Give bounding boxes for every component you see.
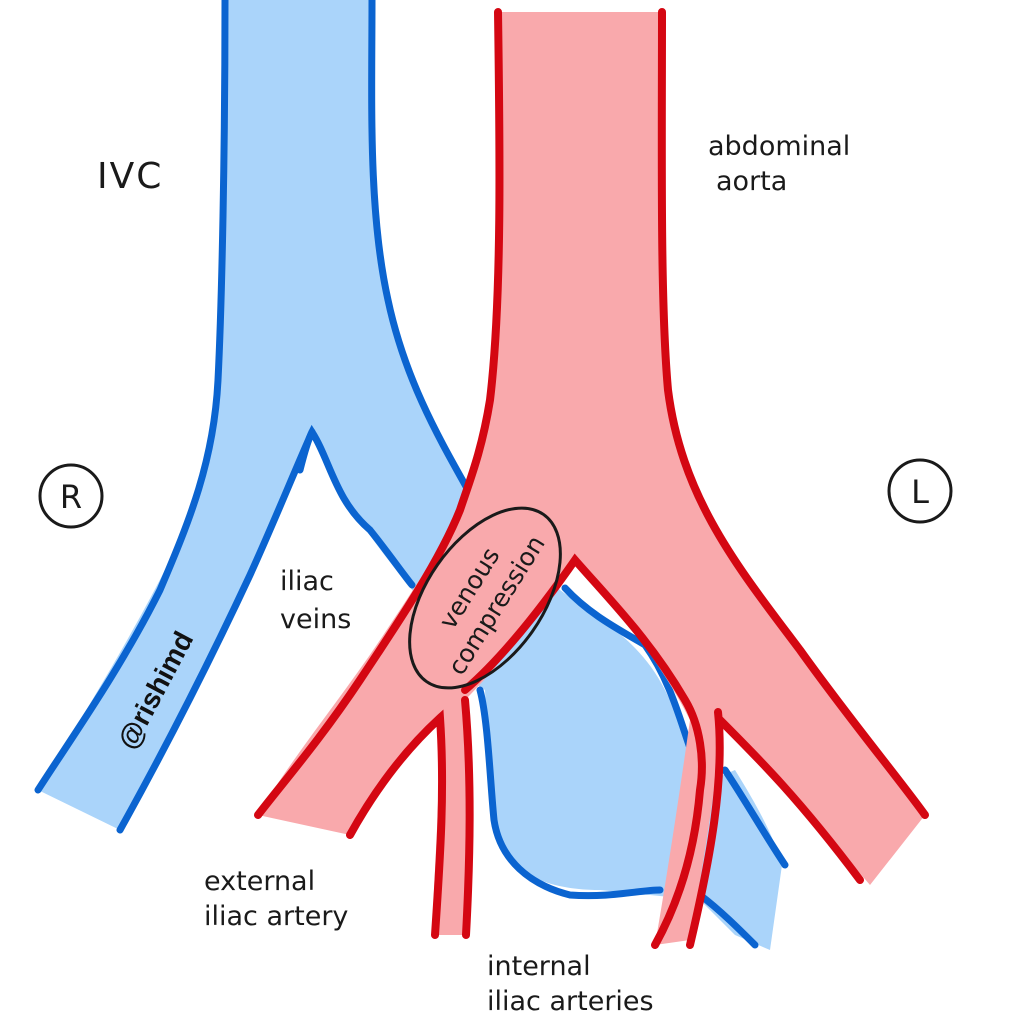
left-external-iliac-inner-wall — [716, 716, 864, 884]
aorta-right-wall — [657, 8, 929, 819]
left-internal-iliac-right-wall — [686, 708, 724, 949]
aorta-left-wall — [254, 8, 504, 819]
left-iliac-vein-lower-wall — [476, 686, 664, 900]
iliac-veins-label-line1: iliac — [280, 566, 334, 597]
compression-ellipse — [408, 506, 562, 690]
right-iliac-vein-outer-wall — [116, 428, 316, 834]
right-side-marker: R — [38, 463, 104, 529]
vein-crotch — [296, 424, 416, 589]
left-iliac-vein-right-wall — [721, 766, 789, 869]
left-side-marker: L — [887, 458, 953, 524]
ivc-label: IVC — [97, 156, 163, 197]
left-marker-letter: L — [911, 473, 929, 511]
ivc-right-wall — [368, 0, 472, 494]
internal-iliac-label-line1: internal — [487, 951, 591, 982]
internal-iliac-label-line2: iliac arteries — [487, 986, 654, 1017]
external-iliac-label-line2: iliac artery — [204, 901, 348, 932]
right-internal-iliac-right-wall — [461, 696, 474, 939]
bifurcation-crotch — [461, 553, 706, 949]
aorta-label-line1: abdominal — [708, 131, 850, 162]
left-iliac-vein-bottom-wall — [696, 891, 759, 949]
arterial-system — [254, 8, 929, 949]
external-iliac-label-line1: external — [204, 866, 315, 897]
ivc-left-wall — [34, 0, 229, 794]
right-external-iliac-inner-wall — [346, 709, 447, 939]
aorta-and-iliac-arteries — [258, 12, 925, 945]
iliac-veins-label-line2: veins — [280, 604, 351, 635]
right-marker-letter: R — [60, 478, 82, 516]
aorta-label-line2: aorta — [716, 166, 787, 197]
